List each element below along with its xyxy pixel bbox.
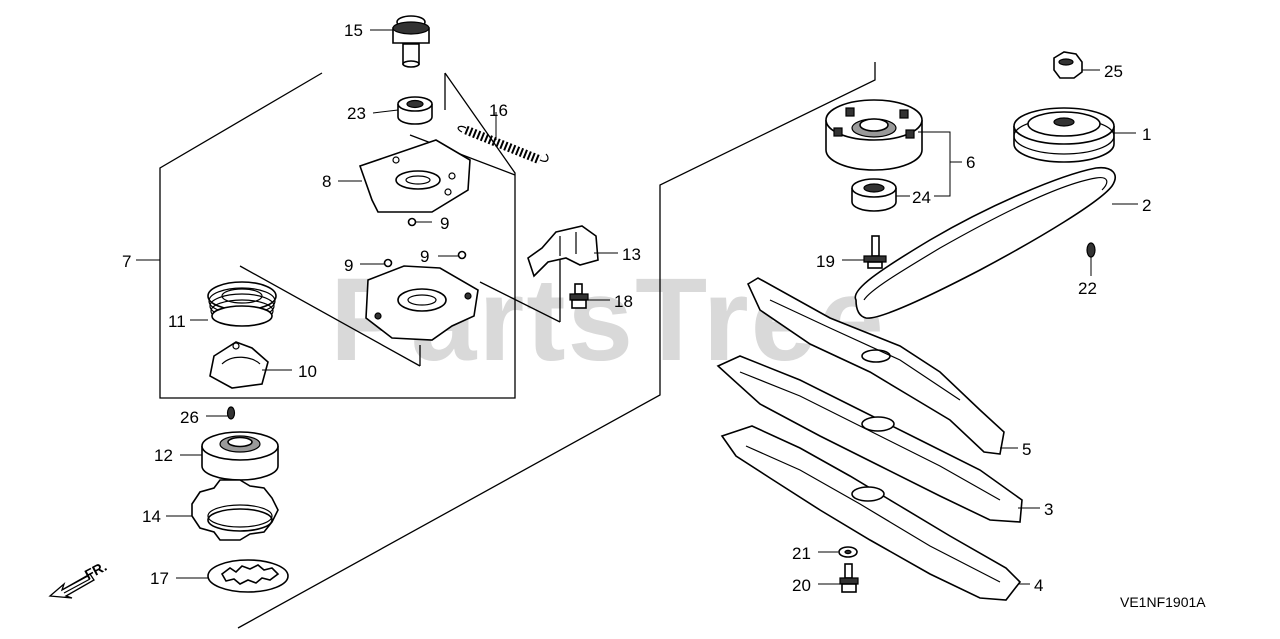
callout-14: 14 (142, 507, 161, 526)
callout-20: 20 (792, 576, 811, 595)
callout-21: 21 (792, 544, 811, 563)
part-14-ring[interactable] (191, 479, 279, 541)
leader-lines (136, 29, 1138, 585)
part-24-bearing[interactable] (851, 178, 897, 212)
part-9-plate[interactable] (365, 265, 479, 341)
front-arrow-icon: FR. (48, 558, 109, 599)
callout-13: 13 (622, 245, 641, 264)
part-17-washer[interactable] (207, 559, 289, 593)
part-3-blade[interactable] (716, 355, 1023, 523)
part-25-nut[interactable] (1053, 51, 1083, 79)
callout-9-b: 9 (344, 256, 353, 275)
part-13-bracket[interactable] (527, 225, 599, 278)
callout-9-a: 9 (440, 214, 449, 233)
part-15-cap[interactable] (392, 15, 430, 68)
part-5-blade[interactable] (746, 277, 1005, 455)
part-6-drum[interactable] (825, 99, 923, 171)
part-11-coil[interactable] (207, 281, 277, 327)
diagram-code: VE1NF1901A (1120, 594, 1206, 610)
callout-10: 10 (298, 362, 317, 381)
callout-5: 5 (1022, 440, 1031, 459)
assembly-frame (159, 62, 876, 629)
callout-26: 26 (180, 408, 199, 427)
part-9-ball-c[interactable] (457, 250, 467, 260)
callout-19: 19 (816, 252, 835, 271)
callout-9-c: 9 (420, 247, 429, 266)
callout-23: 23 (347, 104, 366, 123)
part-18-bolt[interactable] (569, 283, 589, 309)
callout-18: 18 (614, 292, 633, 311)
callout-3: 3 (1044, 500, 1053, 519)
callout-12: 12 (154, 446, 173, 465)
callouts: 15 23 16 8 9 9 9 13 18 7 11 10 26 12 14 … (122, 21, 1151, 595)
part-10-clip[interactable] (209, 341, 269, 389)
callout-24: 24 (912, 188, 931, 207)
part-19-bolt[interactable] (863, 235, 887, 269)
part-1-pulley[interactable] (1013, 107, 1115, 163)
callout-2: 2 (1142, 196, 1151, 215)
callout-6: 6 (966, 153, 975, 172)
part-20-bolt[interactable] (839, 563, 859, 593)
part-16-spring[interactable] (457, 125, 549, 165)
part-8-plate[interactable] (358, 139, 471, 213)
part-4-blade[interactable] (720, 425, 1022, 601)
callout-22: 22 (1078, 279, 1097, 298)
callout-4: 4 (1034, 576, 1043, 595)
callout-8: 8 (322, 172, 331, 191)
part-22-key[interactable] (1086, 242, 1096, 258)
callout-15: 15 (344, 21, 363, 40)
part-21-washer[interactable] (838, 546, 858, 558)
callout-1: 1 (1142, 125, 1151, 144)
part-2-belt[interactable] (854, 166, 1116, 319)
part-23-bearing[interactable] (397, 96, 433, 125)
callout-25: 25 (1104, 62, 1123, 81)
part-9-ball-a[interactable] (407, 217, 417, 227)
part-9-ball-b[interactable] (383, 258, 393, 268)
callout-7: 7 (122, 252, 131, 271)
part-26-pin[interactable] (226, 406, 236, 420)
callout-17: 17 (150, 569, 169, 588)
callout-11: 11 (168, 312, 186, 331)
callout-16: 16 (489, 101, 508, 120)
part-12-cup[interactable] (201, 431, 279, 481)
